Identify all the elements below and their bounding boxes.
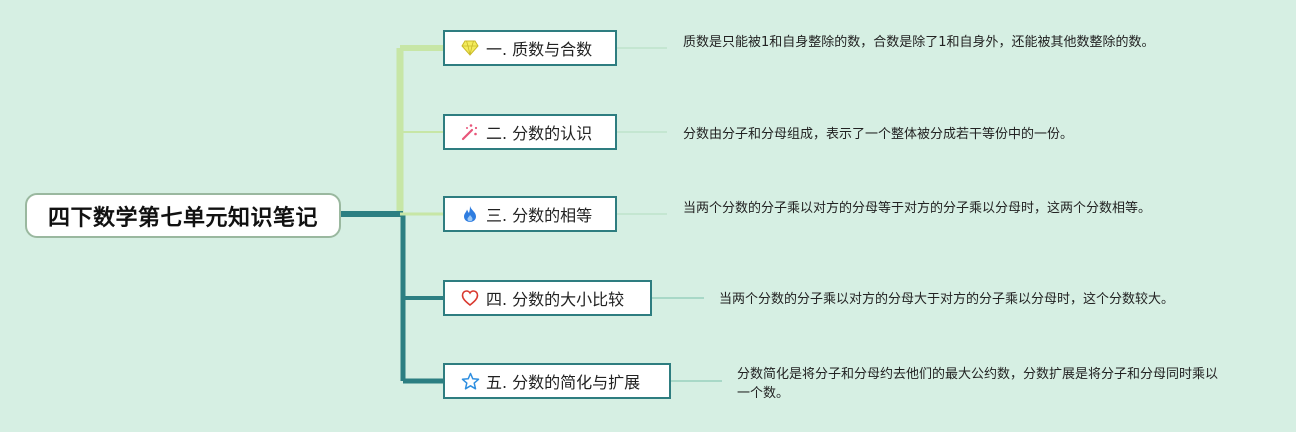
branch-topic-3-label: 三. 分数的相等 (486, 206, 593, 225)
diamond-icon (460, 38, 480, 58)
star-icon (460, 371, 480, 391)
magic-wand-icon (460, 122, 480, 142)
root-topic-label: 四下数学第七单元知识笔记 (47, 205, 318, 231)
note-5: 分数简化是将分子和分母约去他们的最大公约数，分数扩展是将分子和分母同时乘以一个数… (737, 367, 1219, 401)
note-1: 质数是只能被1和自身整除的数，合数是除了1和自身外，还能被其他数整除的数。 (683, 35, 1155, 50)
root-topic[interactable]: 四下数学第七单元知识笔记 (25, 193, 341, 238)
branch-topic-4-label: 四. 分数的大小比较 (486, 290, 625, 309)
note-2: 分数由分子和分母组成，表示了一个整体被分成若干等份中的一份。 (683, 127, 1074, 142)
heart-icon (460, 288, 480, 308)
branch-topic-3[interactable]: 三. 分数的相等 (443, 196, 617, 232)
branch-topic-5[interactable]: 五. 分数的简化与扩展 (443, 363, 671, 399)
note-4: 当两个分数的分子乘以对方的分母大于对方的分子乘以分母时，这个分数较大。 (719, 292, 1175, 307)
branch-topic-1-label: 一. 质数与合数 (486, 40, 593, 59)
flame-icon (460, 204, 480, 224)
branch-topic-2[interactable]: 二. 分数的认识 (443, 114, 617, 150)
branch-topic-5-label: 五. 分数的简化与扩展 (486, 373, 641, 392)
branch-topic-4[interactable]: 四. 分数的大小比较 (443, 280, 652, 316)
branch-topic-1[interactable]: 一. 质数与合数 (443, 30, 617, 66)
note-3: 当两个分数的分子乘以对方的分母等于对方的分子乘以分母时，这两个分数相等。 (683, 201, 1152, 216)
branch-topic-2-label: 二. 分数的认识 (486, 124, 593, 143)
